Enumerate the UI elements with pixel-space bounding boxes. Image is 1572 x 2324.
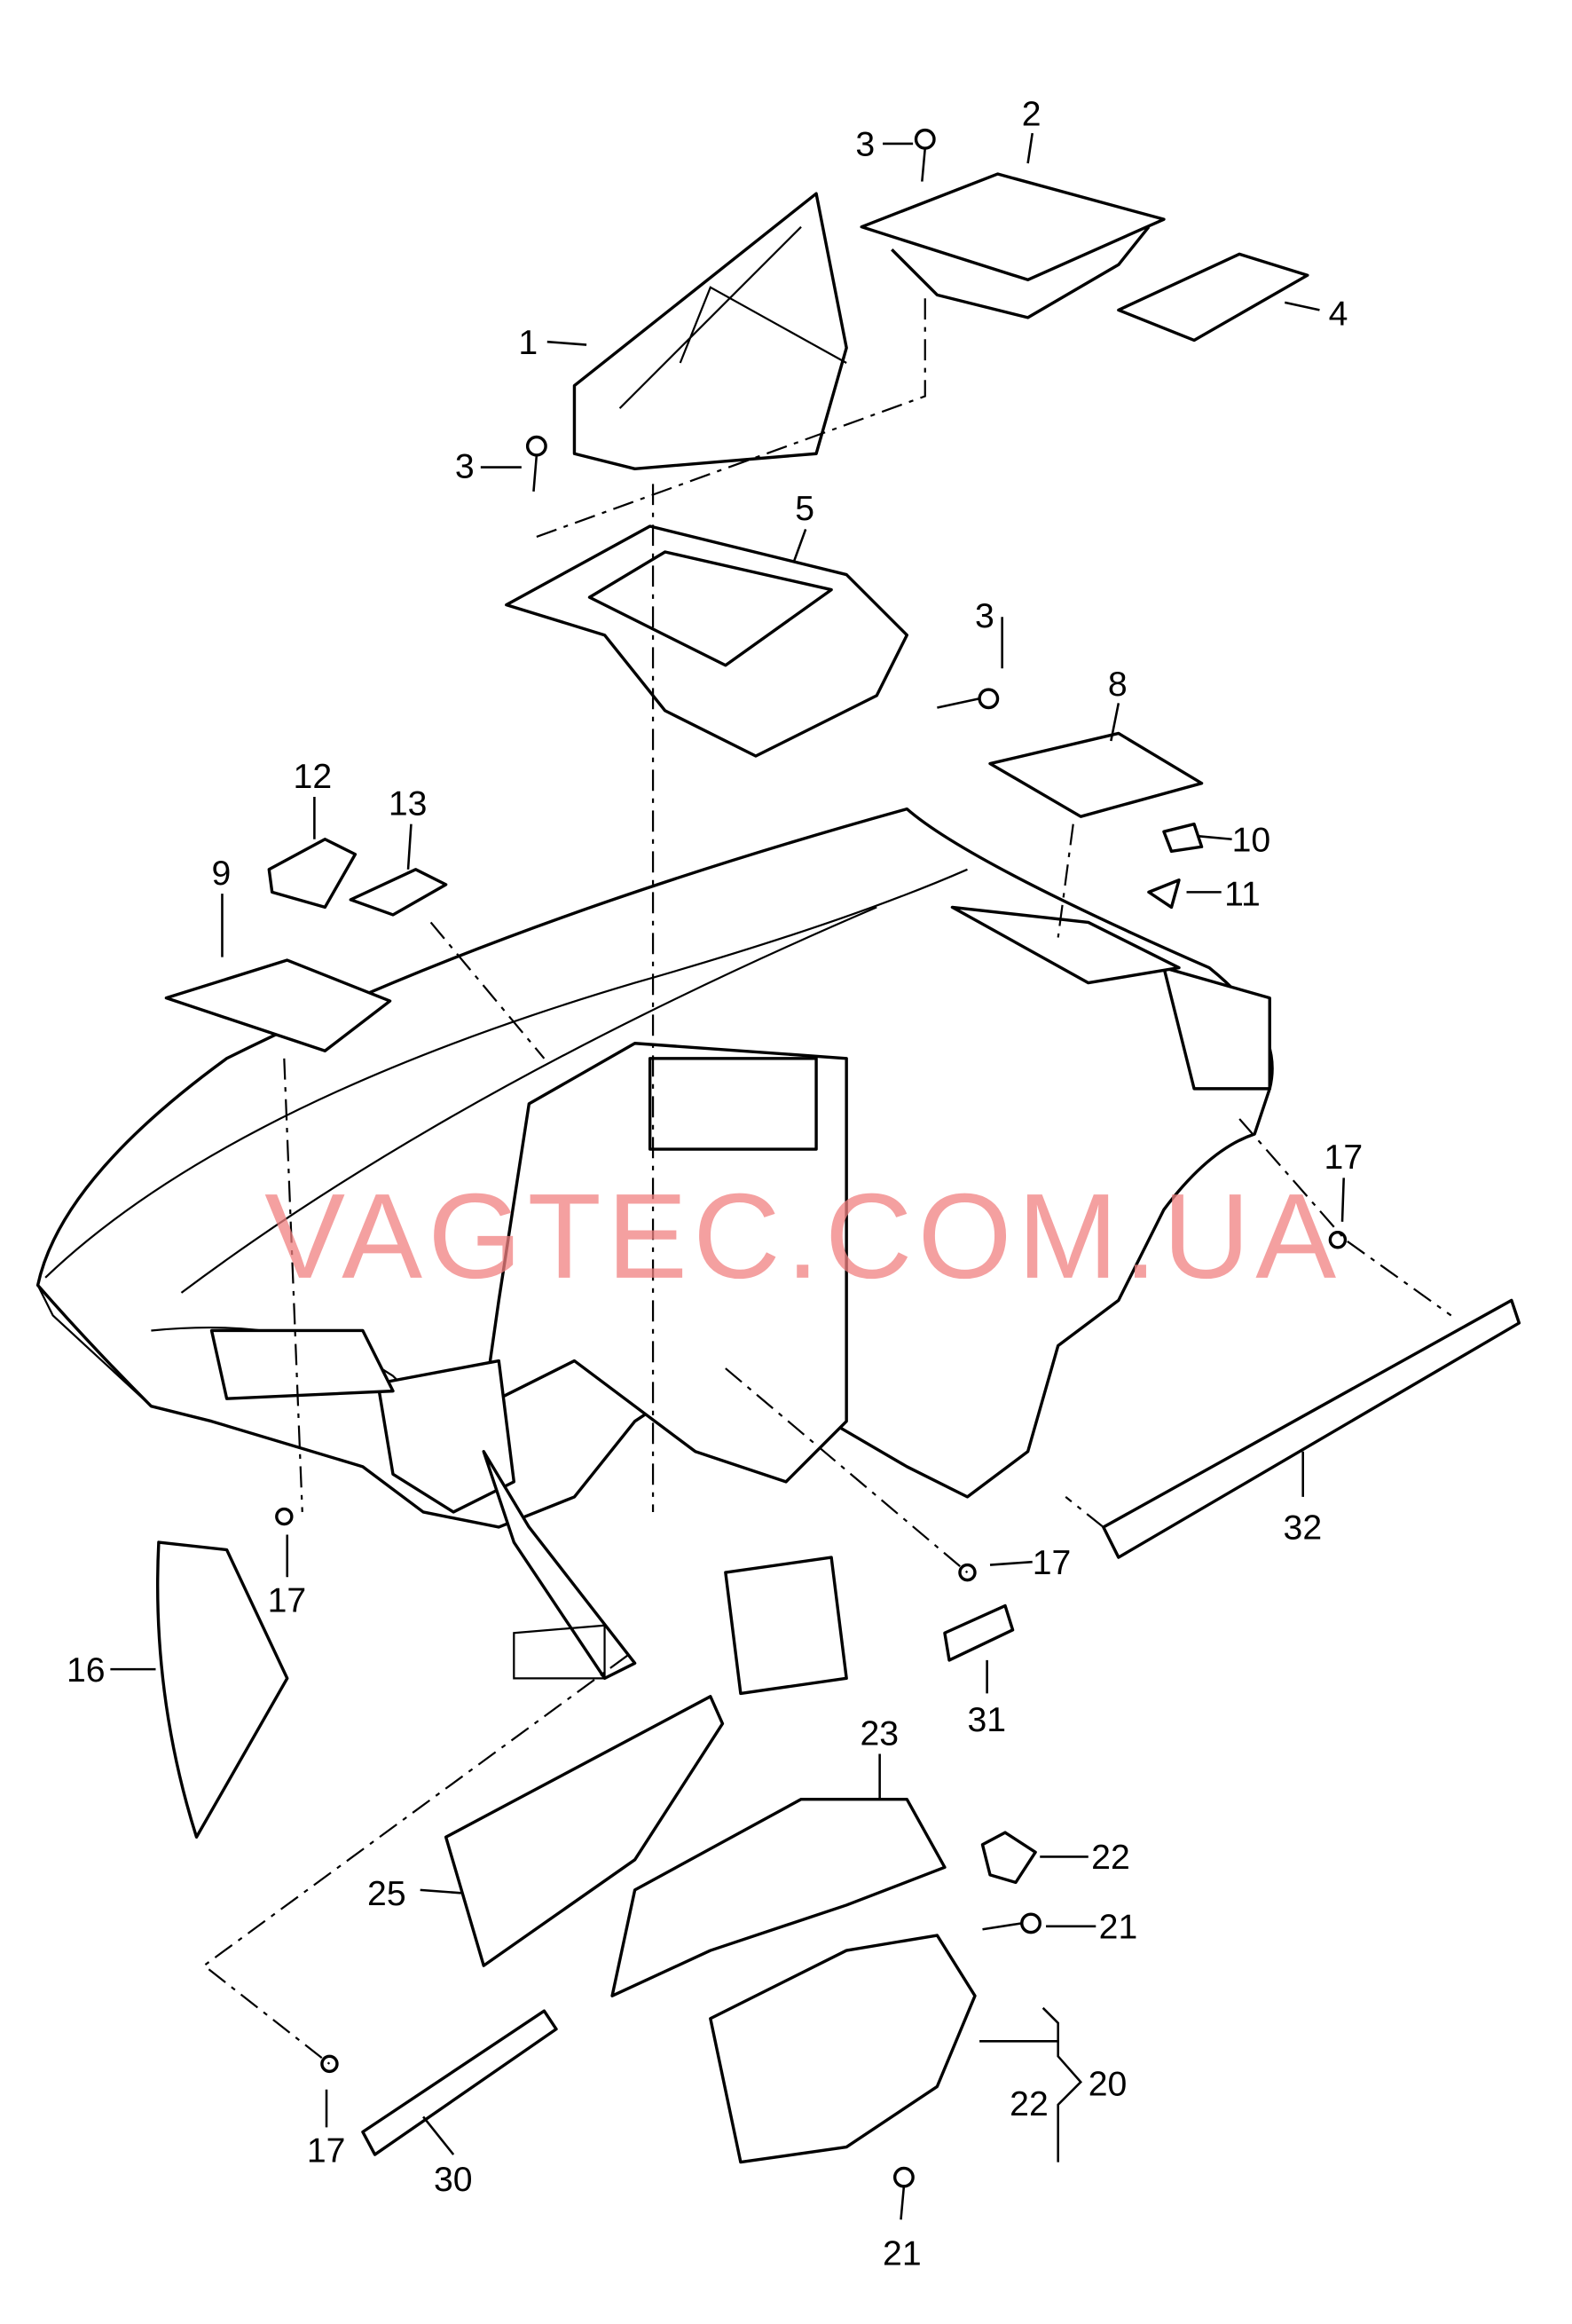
part-8-cover	[988, 731, 1204, 818]
callout-3: 3	[975, 597, 994, 635]
part-10-clip	[1162, 822, 1204, 854]
part-30-trim	[361, 2009, 558, 2156]
callout-1: 1	[518, 324, 538, 362]
part-2-tray	[860, 172, 1166, 319]
callout-30: 30	[434, 2161, 473, 2199]
callout-13: 13	[389, 784, 428, 823]
part-12-clip	[267, 838, 358, 910]
callout-3: 3	[855, 126, 875, 164]
callout-21: 21	[1099, 1908, 1138, 1946]
part-25-cover	[444, 1695, 725, 1967]
callout-17: 17	[268, 1581, 307, 1619]
part-32-trim-strip	[1102, 1298, 1521, 1559]
callout-32: 32	[1284, 1509, 1323, 1548]
assembly-lines	[202, 295, 1452, 2065]
part-1-storage-lid	[572, 192, 848, 470]
callout-labels: 1 2 3 3 3 4 5 8 9 10 11 12 13 16 17 17 1…	[67, 96, 1363, 2273]
callout-22: 22	[1091, 1839, 1130, 1877]
callout-16: 16	[67, 1651, 106, 1690]
callout-4: 4	[1329, 295, 1348, 333]
callout-5: 5	[795, 490, 814, 528]
callout-8: 8	[1108, 666, 1128, 704]
callout-12: 12	[294, 758, 333, 796]
part-11-clip	[1147, 878, 1181, 910]
part-4-mat	[1117, 252, 1309, 343]
callout-10: 10	[1232, 821, 1271, 859]
watermark: VAGTEC.COM.UA	[264, 1169, 1338, 1304]
callout-17: 17	[1324, 1138, 1364, 1177]
part-13-clip	[349, 868, 448, 917]
callout-11: 11	[1224, 876, 1261, 914]
part-23-column-shroud	[610, 1797, 947, 1997]
callout-3: 3	[455, 448, 475, 486]
part-31-trim	[943, 1603, 1015, 1662]
leader-lines	[110, 132, 1345, 2163]
part-9-cover	[164, 958, 392, 1052]
dashboard-panel	[35, 807, 1274, 1696]
callout-17: 17	[1033, 1544, 1072, 1582]
callout-22: 22	[1010, 2085, 1049, 2123]
callout-2: 2	[1022, 96, 1041, 134]
callout-20: 20	[1089, 2066, 1128, 2104]
callout-25: 25	[367, 1875, 406, 1913]
part-16-trim	[155, 1540, 289, 1839]
callout-31: 31	[967, 1701, 1006, 1739]
callout-9: 9	[212, 855, 232, 893]
part-22-switch	[980, 1831, 1037, 1885]
callout-21: 21	[883, 2234, 922, 2273]
callout-23: 23	[860, 1714, 899, 1753]
part-20-lower-shroud	[709, 1934, 977, 2164]
callout-17: 17	[307, 2132, 346, 2170]
